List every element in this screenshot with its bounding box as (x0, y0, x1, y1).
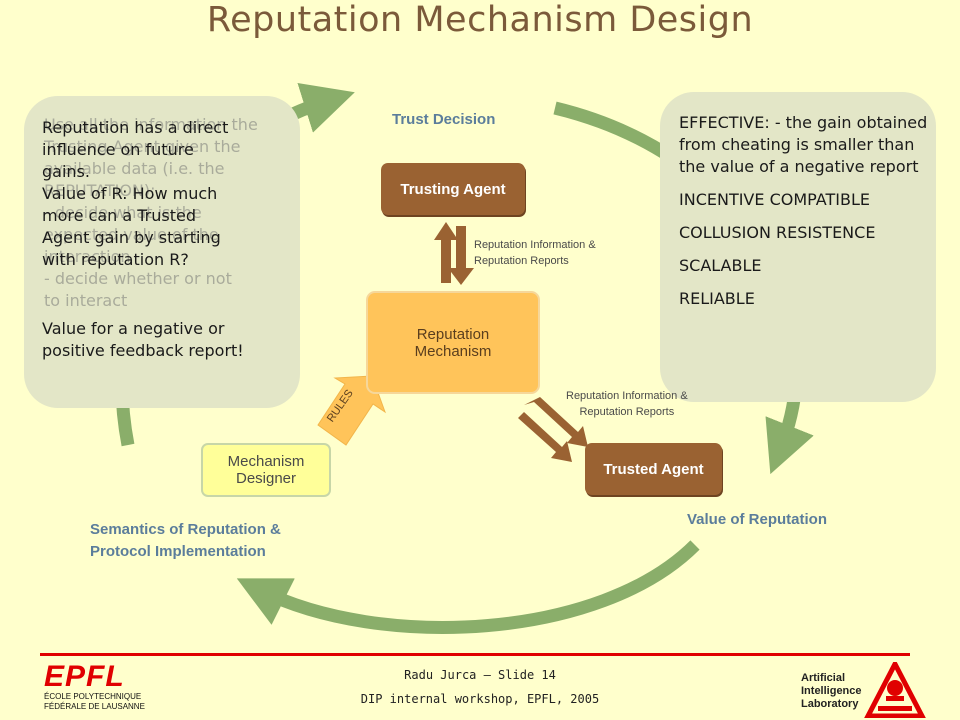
ghost-line: - decide whether or not (44, 269, 232, 288)
info-line: Reputation Information & (566, 390, 688, 402)
left-panel (24, 96, 300, 408)
left-line: with reputation R? (42, 250, 189, 269)
designer-line: Designer (235, 470, 297, 487)
ghost-line: Use all the information the (44, 115, 258, 134)
info-line: Reputation Reports (579, 406, 675, 418)
lab-line: Intelligence (801, 685, 862, 697)
footer-rule (40, 653, 910, 656)
ghost-line: interaction (44, 247, 131, 266)
epfl-logo: EPFL ÉCOLE POLYTECHNIQUE FÉDÉRALE DE LAU… (44, 662, 162, 712)
semantics-line: Protocol Implementation (90, 543, 266, 560)
left-panel-text-bottom: Value for a negative or positive feedbac… (42, 318, 298, 362)
ghost-line: to interact (44, 291, 128, 310)
left-line: Reputation has a direct (42, 118, 229, 137)
info-label-top: Reputation Information & Reputation Repo… (474, 237, 596, 269)
ghost-line: REPUTATION): (44, 181, 156, 200)
mechanism-line: Mechanism (414, 342, 492, 360)
reputation-mechanism-box: Reputation Mechanism (366, 291, 540, 394)
mechanism-line: Reputation (416, 325, 490, 343)
right-panel-text: EFFECTIVE: - the gain obtained from chea… (679, 112, 929, 321)
ghost-line: available data (i.e. the (44, 159, 225, 178)
lab-line: Artificial (801, 672, 846, 684)
info-label-bottom: Reputation Information & Reputation Repo… (566, 388, 688, 420)
lab-line: Laboratory (801, 698, 859, 710)
lab-name: Artificial Intelligence Laboratory (801, 672, 862, 711)
epfl-line: FÉDÉRALE DE LAUSANNE (44, 702, 145, 711)
slide-title: Reputation Mechanism Design (206, 0, 754, 40)
right-panel (660, 92, 936, 402)
left-line: Value for a negative or (42, 319, 225, 338)
ghost-line: - decide what is the (44, 203, 202, 222)
left-line: more can a Trusted (42, 206, 196, 225)
value-of-reputation-label: Value of Reputation (687, 511, 828, 528)
event-info: DIP internal workshop, EPFL, 2005 (360, 692, 600, 706)
left-panel-text: Reputation has a direct influence on fut… (42, 117, 298, 271)
info-line: Reputation Information & (474, 239, 596, 251)
collusion-text: COLLUSION RESISTENCE (679, 223, 876, 242)
epfl-logo-mark: EPFL (44, 660, 125, 693)
trusting-agent-box: Trusting Agent (381, 163, 525, 215)
incentive-text: INCENTIVE COMPATIBLE (679, 190, 870, 209)
info-line: Reputation Reports (474, 255, 569, 267)
reliable-text: RELIABLE (679, 289, 755, 308)
left-line: gains. (42, 162, 90, 181)
trust-decision-label: Trust Decision (392, 111, 496, 128)
left-line: Agent gain by starting (42, 228, 221, 247)
semantics-line: Semantics of Reputation & (90, 521, 281, 538)
scalable-text: SCALABLE (679, 256, 762, 275)
arrow-bottom (236, 540, 700, 634)
left-line: influence on future (42, 140, 194, 159)
rules-arrow (317, 375, 386, 446)
effective-text: EFFECTIVE: - the gain obtained from chea… (679, 113, 928, 176)
mechanism-designer-box: Mechanism Designer (201, 443, 331, 497)
slide-info: Radu Jurca – Slide 14 (404, 668, 556, 682)
designer-line: Mechanism (227, 453, 305, 470)
lia-logo-icon (864, 662, 926, 718)
semantics-label: Semantics of Reputation & Protocol Imple… (90, 519, 281, 563)
left-line: Value of R: How much (42, 184, 218, 203)
left-panel-ghost-text: Use all the information the Trusting Age… (44, 114, 294, 312)
left-line: positive feedback report! (42, 341, 244, 360)
epfl-line: ÉCOLE POLYTECHNIQUE (44, 692, 142, 701)
exchange-arrows-top (434, 222, 474, 285)
exchange-arrows-bottom (518, 397, 588, 462)
ghost-line: expected value of the (44, 225, 219, 244)
trusted-agent-box: Trusted Agent (585, 443, 722, 495)
ghost-line: Trusting Agent given the (44, 137, 241, 156)
